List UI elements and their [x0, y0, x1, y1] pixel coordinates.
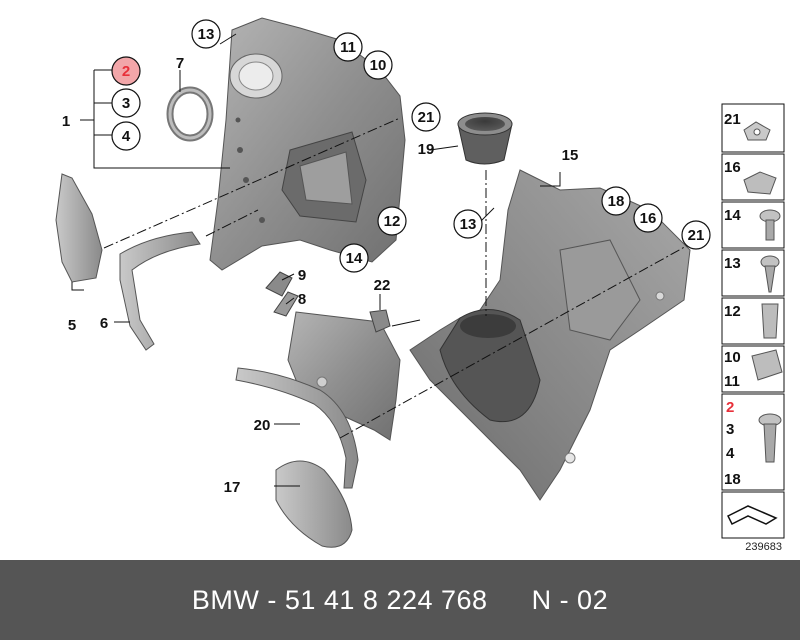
callout-10: 10 [363, 50, 393, 80]
nut-12-icon [761, 303, 779, 339]
legend-11: 11 [724, 373, 740, 390]
callout-7: 7 [176, 55, 184, 72]
svg-text:12: 12 [384, 213, 401, 230]
screw-14-icon [759, 209, 781, 241]
svg-text:13: 13 [198, 26, 215, 43]
callout-3: 3 [111, 88, 141, 118]
leader-lines [71, 33, 691, 487]
svg-text:3: 3 [122, 95, 130, 112]
legend-14: 14 [724, 207, 741, 224]
legend-18: 18 [724, 471, 741, 488]
expansion-rivet-icon [758, 413, 782, 463]
callout-8: 8 [298, 291, 306, 308]
callout-16: 16 [633, 203, 663, 233]
legend-13: 13 [724, 255, 741, 272]
svg-text:14: 14 [346, 250, 363, 267]
part-5-trim-cover [55, 173, 103, 283]
legend-3: 3 [726, 421, 734, 438]
svg-text:2: 2 [122, 63, 130, 80]
svg-text:13: 13 [460, 216, 477, 233]
callout-11: 11 [333, 32, 363, 62]
callout-20: 20 [254, 417, 271, 434]
legend-10: 10 [724, 349, 741, 366]
callout-13-mid: 13 [453, 209, 483, 239]
callout-6: 6 [100, 315, 108, 332]
legend-2: 2 [726, 399, 734, 416]
callout-15: 15 [562, 147, 579, 164]
callout-21-top: 21 [411, 102, 441, 132]
right-side-trim-panel [409, 169, 691, 501]
part-17-end-cap [275, 460, 353, 548]
callout-2: 2 [111, 56, 141, 86]
left-side-trim-panel [209, 17, 406, 271]
svg-text:10: 10 [370, 57, 387, 74]
document-number: 239683 [745, 541, 782, 553]
callout-12: 12 [377, 206, 407, 236]
legend-4: 4 [726, 445, 735, 462]
fastener-legend: 21 16 14 13 12 10 11 2 3 4 18 [721, 103, 785, 539]
clip-21-icon [743, 121, 771, 141]
callout-4: 4 [111, 121, 141, 151]
legend-21: 21 [724, 111, 741, 128]
parts-diagram: 2 3 4 1 7 5 6 9 8 22 20 17 19 15 13 11 1… [55, 17, 785, 548]
callout-13-top: 13 [191, 19, 221, 49]
callout-21-right: 21 [681, 220, 711, 250]
footer-code: N - 02 [531, 584, 609, 615]
svg-text:4: 4 [122, 128, 131, 145]
legend-12: 12 [724, 303, 741, 320]
clip-16-icon [743, 171, 777, 195]
legend-16: 16 [724, 159, 741, 176]
callout-17: 17 [224, 479, 241, 496]
svg-text:21: 21 [688, 227, 705, 244]
part-20-trim-strip [235, 367, 359, 489]
callout-14: 14 [339, 243, 369, 273]
callout-9: 9 [298, 267, 306, 284]
svg-text:18: 18 [608, 193, 625, 210]
callout-18: 18 [601, 186, 631, 216]
callout-1: 1 [62, 113, 70, 130]
callout-19: 19 [418, 141, 435, 158]
callout-5: 5 [68, 317, 76, 334]
screw-13-icon [760, 255, 780, 293]
part-number-footer: BMW - 51 41 8 224 768 N - 02 [0, 560, 800, 640]
svg-text:11: 11 [340, 39, 356, 56]
callout-22: 22 [374, 277, 391, 294]
svg-text:21: 21 [418, 109, 435, 126]
part-22-clip [369, 309, 391, 333]
svg-text:16: 16 [640, 210, 657, 227]
footer-part-number: BMW - 51 41 8 224 768 [191, 584, 488, 615]
lower-pocket-panel [287, 311, 401, 441]
part-19-cup-holder [457, 112, 513, 165]
clip-10-icon [751, 349, 783, 381]
part-6-trim-strip [119, 231, 201, 351]
part-7-ring [166, 86, 214, 142]
arrow-icon [726, 505, 778, 526]
